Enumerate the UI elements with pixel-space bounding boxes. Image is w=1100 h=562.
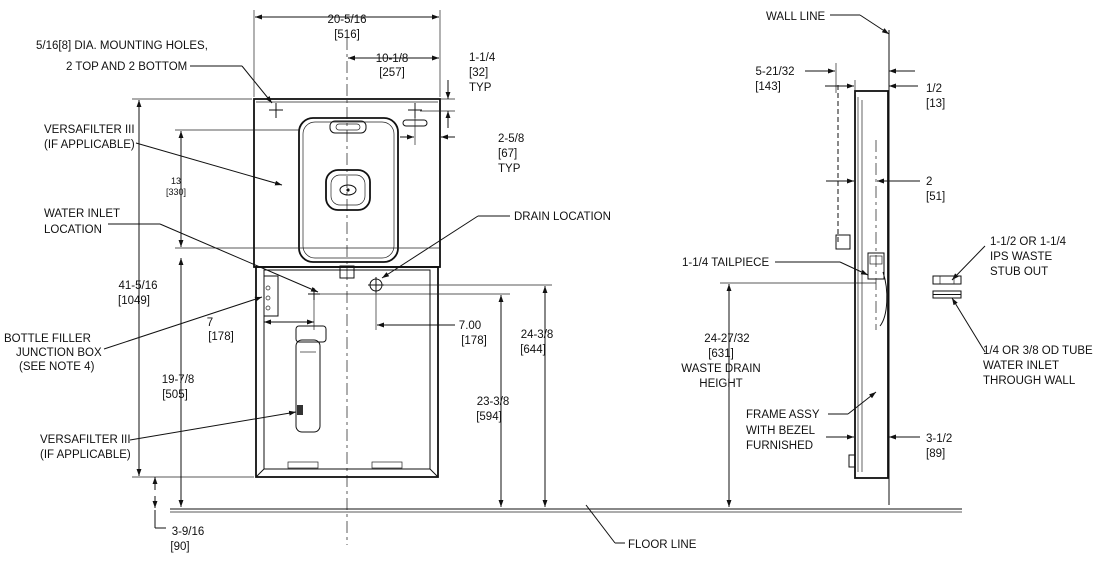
half-mm: [13] (926, 98, 945, 110)
stub-out-detail (932, 275, 962, 299)
lower-frame (255, 266, 439, 478)
bottom-gap-dim: 3-9/16 (172, 526, 205, 538)
drain-location-label: DRAIN LOCATION (514, 211, 611, 223)
versafilter-top-label-2: (IF APPLICABLE) (44, 139, 135, 151)
frame-label-1: FRAME ASSY (746, 409, 820, 421)
front-leaders (103, 65, 510, 441)
inlet-height-mm: [505] (162, 389, 188, 401)
height-total-mm: [1049] (118, 295, 150, 307)
hole-side-mm: [67] (498, 148, 517, 160)
side-dimensions (720, 63, 920, 507)
waste-drain-label-2: HEIGHT (699, 378, 742, 390)
versafilter-bottom-label-1: VERSAFILTER III (40, 434, 131, 446)
width-total-mm: [516] (334, 29, 360, 41)
height-13-dim: 13 (171, 176, 181, 186)
bottle-filler-bezel (298, 117, 399, 263)
filter-cartridge-icon (295, 339, 321, 433)
bottle-filler-label-2: JUNCTION BOX (16, 347, 102, 359)
waste-stub-out-icon (932, 275, 962, 285)
bottle-filler-label-1: BOTTLE FILLER (4, 333, 91, 345)
frame-depth-dim: 3-1/2 (926, 433, 952, 445)
inlet-height-dim: 19-7/8 (162, 374, 195, 386)
hole-side-dim: 2-5/8 (498, 133, 524, 145)
dispenser-basin (325, 169, 371, 211)
depth-mm: [143] (755, 81, 781, 93)
versafilter-top-label-1: VERSAFILTER III (44, 124, 135, 136)
side-unit-body (854, 90, 889, 479)
front-dimensions (132, 10, 552, 529)
water-inlet-label-1: WATER INLET (44, 208, 120, 220)
hole-top-typ: TYP (469, 82, 492, 94)
height-13-mm: [330] (166, 187, 186, 197)
drain-fitting (339, 265, 355, 279)
side-leaders (585, 14, 986, 544)
inlet-offset-dim: 7 (207, 317, 213, 329)
sensor-window (329, 120, 367, 134)
waste-height-mm: [631] (708, 348, 734, 360)
half-width-mm: [257] (379, 67, 405, 79)
frame-label-3: FURNISHED (746, 440, 813, 452)
drain-height-mm: [644] (520, 344, 546, 356)
half-dim: 1/2 (926, 83, 942, 95)
water-inlet-label-2: LOCATION (44, 224, 102, 236)
tube-label-1: 1/4 OR 3/8 OD TUBE (983, 345, 1093, 357)
floor-line-label: FLOOR LINE (628, 539, 697, 551)
tailpiece-label: 1-1/4 TAILPIECE (682, 257, 769, 269)
mounting-holes-label-2: 2 TOP AND 2 BOTTOM (66, 61, 187, 73)
depth-dim: 5-21/32 (755, 66, 794, 78)
waste-height-dim: 24-27/32 (704, 333, 749, 345)
bottom-gap-mm: [90] (170, 541, 189, 553)
inlet-offset-mm: [178] (208, 331, 234, 343)
tube-label-2: WATER INLET (983, 360, 1059, 372)
drain-height-dim: 24-3/8 (521, 329, 554, 341)
frame-depth-mm: [89] (926, 448, 945, 460)
two-dim: 2 (926, 176, 932, 188)
height-total-dim: 41-5/16 (118, 280, 157, 292)
tube-label-3: THROUGH WALL (983, 375, 1076, 387)
frame-label-2: WITH BEZEL (746, 425, 816, 437)
mounting-holes-label-1: 5/16[8] DIA. MOUNTING HOLES, (36, 40, 208, 52)
width-total-dim: 20-5/16 (327, 14, 366, 26)
waste-drain-label-1: WASTE DRAIN (681, 363, 760, 375)
ips-label-2: IPS WASTE (990, 251, 1053, 263)
lower-height-dim: 23-3/8 (477, 396, 510, 408)
hole-top-mm: [32] (469, 67, 488, 79)
side-view (835, 30, 890, 505)
lower-height-mm: [594] (476, 411, 502, 423)
hole-top-dim: 1-1/4 (469, 52, 496, 64)
bottle-filler-label-3: (SEE NOTE 4) (19, 361, 95, 373)
drain-offset-mm: [178] (461, 335, 487, 347)
ips-label-1: 1-1/2 OR 1-1/4 (990, 236, 1067, 248)
two-mm: [51] (926, 191, 945, 203)
front-view (253, 38, 441, 545)
half-width-dim: 10-1/8 (376, 53, 409, 65)
versafilter-bottom-label-2: (IF APPLICABLE) (40, 449, 131, 461)
junction-box (263, 275, 279, 317)
filter-head (295, 325, 327, 343)
wall-line-label: WALL LINE (766, 11, 826, 23)
ips-label-3: STUB OUT (990, 266, 1048, 278)
hole-side-typ: TYP (498, 163, 521, 175)
drain-offset-dim: 7.00 (459, 320, 481, 332)
